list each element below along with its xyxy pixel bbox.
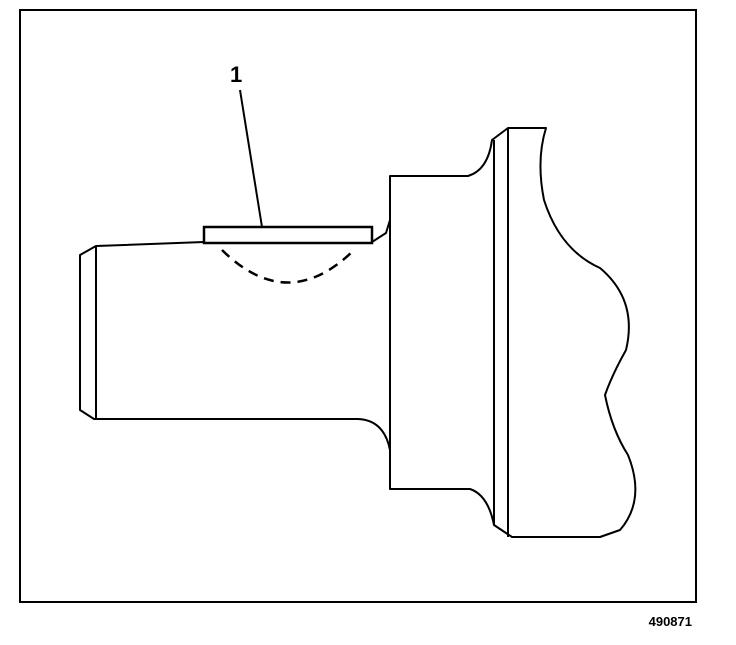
- callout-leader-line: [239, 89, 263, 228]
- woodruff-key: [202, 225, 374, 245]
- key-hidden-outline: [221, 249, 355, 284]
- callout-number-1: 1: [230, 62, 242, 87]
- figure-id-label: 490871: [649, 614, 692, 629]
- figure-border: [19, 9, 697, 603]
- shaft-outline: [79, 127, 637, 538]
